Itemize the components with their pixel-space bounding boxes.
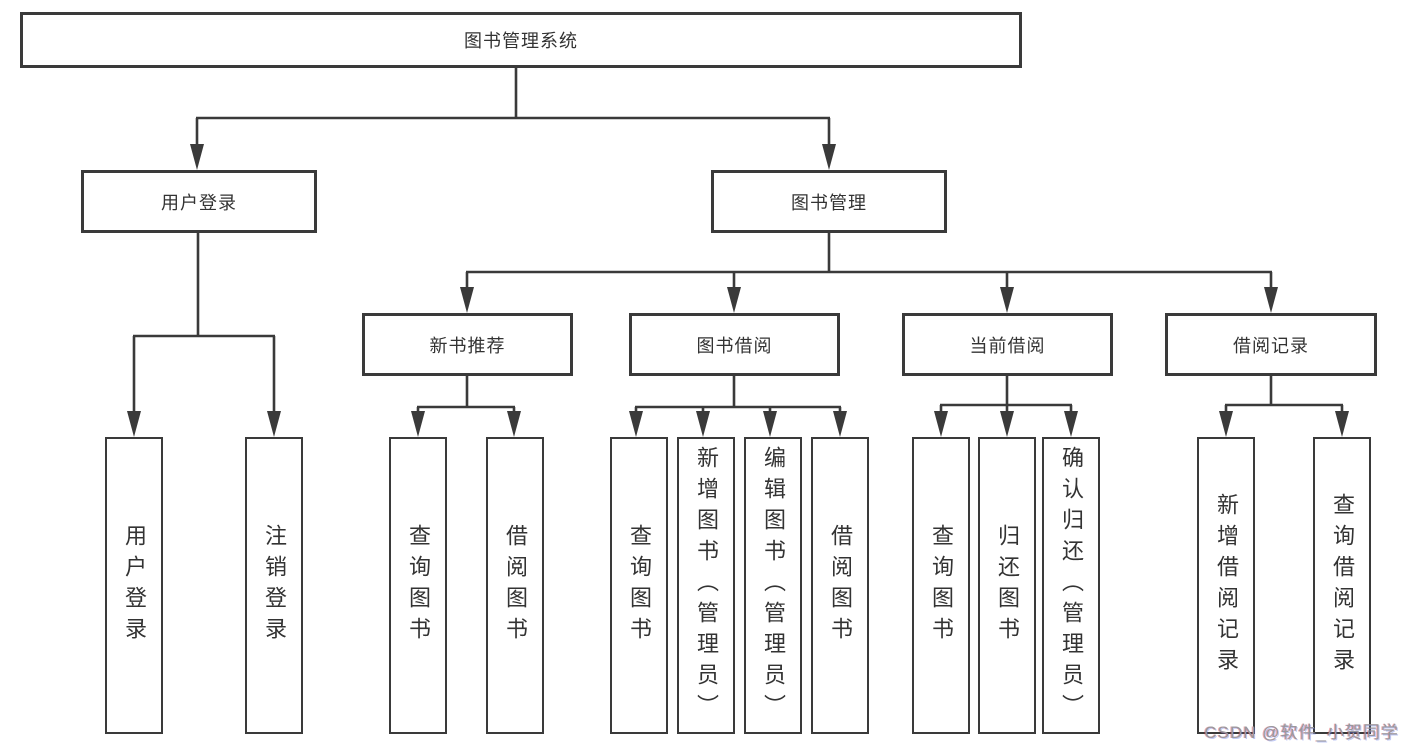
leaf-label: 查询借阅记录 [1330,492,1355,679]
leaf-label: 新增图书（管理员） [694,446,719,725]
leaf-query-books-current: 查询图书 [912,437,970,734]
leaf-add-book-admin: 新增图书（管理员） [677,437,735,734]
leaf-edit-book-admin: 编辑图书（管理员） [744,437,802,734]
leaf-label: 查询图书 [406,523,431,648]
leaf-query-books-recommend: 查询图书 [389,437,447,734]
node-user-login: 用户登录 [81,170,317,233]
leaf-label: 归还图书 [995,523,1020,648]
leaf-confirm-return-admin: 确认归还（管理员） [1042,437,1100,734]
leaf-label: 查询图书 [627,523,652,648]
leaf-return-book: 归还图书 [978,437,1036,734]
node-library-management-system: 图书管理系统 [20,12,1022,68]
leaf-label: 新增借阅记录 [1214,492,1239,679]
node-new-book-recommend: 新书推荐 [362,313,573,376]
leaf-label: 用户登录 [122,523,147,648]
node-book-borrow: 图书借阅 [629,313,840,376]
leaf-label: 注销登录 [262,523,287,648]
leaf-label: 确认归还（管理员） [1059,446,1084,725]
leaf-borrow-books-recommend: 借阅图书 [486,437,544,734]
leaf-borrow-books: 借阅图书 [811,437,869,734]
leaf-label: 借阅图书 [503,523,528,648]
leaf-add-borrow-record: 新增借阅记录 [1197,437,1255,734]
leaf-label: 编辑图书（管理员） [761,446,786,725]
leaf-label: 借阅图书 [828,523,853,648]
leaf-user-login: 用户登录 [105,437,163,734]
node-current-borrow: 当前借阅 [902,313,1113,376]
node-book-management: 图书管理 [711,170,947,233]
leaf-query-books-borrow: 查询图书 [610,437,668,734]
leaf-logout: 注销登录 [245,437,303,734]
csdn-watermark: CSDN @软件_小贺同学 [1204,723,1399,742]
leaf-query-borrow-record: 查询借阅记录 [1313,437,1371,734]
node-borrow-records: 借阅记录 [1165,313,1377,376]
leaf-label: 查询图书 [929,523,954,648]
